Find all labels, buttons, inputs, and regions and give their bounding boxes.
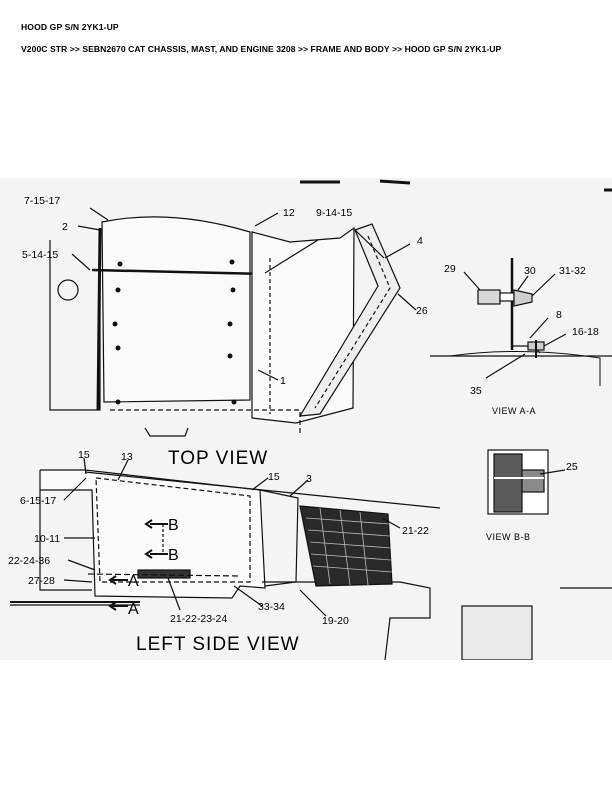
callout-6-15-17: 6-15-17 — [20, 495, 56, 507]
callout-21-22: 21-22 — [402, 525, 429, 537]
callout-4: 4 — [417, 235, 423, 247]
callout-27-28: 27-28 — [28, 575, 55, 587]
callout-2: 2 — [62, 221, 68, 233]
callout-26: 26 — [416, 305, 428, 317]
callout-29: 29 — [444, 263, 456, 275]
callout-21-22-23-24: 21-22-23-24 — [170, 613, 227, 625]
callout-15-a: 15 — [78, 449, 90, 461]
left-side-view-title: LEFT SIDE VIEW — [136, 634, 300, 655]
callout-5-14-15: 5-14-15 — [22, 249, 58, 261]
section-a-lower: A — [128, 601, 139, 618]
callout-16-18: 16-18 — [572, 326, 599, 338]
callout-22-24-36: 22-24-36 — [8, 555, 50, 567]
callout-30: 30 — [524, 265, 536, 277]
view-b-b-label: VIEW B-B — [486, 532, 531, 542]
callout-19-20: 19-20 — [322, 615, 349, 627]
callout-12: 12 — [283, 207, 295, 219]
callout-8: 8 — [556, 309, 562, 321]
diagram-linework — [10, 179, 612, 660]
callout-9-14-15: 9-14-15 — [316, 207, 352, 219]
top-view-title: TOP VIEW — [168, 448, 268, 469]
page-title: HOOD GP S/N 2YK1-UP — [21, 22, 119, 32]
view-a-a-label: VIEW A-A — [492, 406, 536, 416]
callout-1: 1 — [280, 375, 286, 387]
callout-15-b: 15 — [268, 471, 280, 483]
section-a-upper: A — [128, 573, 139, 590]
section-b-upper: B — [168, 517, 179, 534]
section-b-lower: B — [168, 547, 179, 564]
callout-33-34: 33-34 — [258, 601, 285, 613]
breadcrumb: V200C STR >> SEBN2670 CAT CHASSIS, MAST,… — [21, 44, 502, 54]
callout-7-15-17: 7-15-17 — [24, 195, 60, 207]
parts-diagram: 7-15-17 2 12 9-14-15 4 5-14-15 26 1 29 3… — [0, 178, 612, 660]
callout-13: 13 — [121, 451, 133, 463]
callout-35: 35 — [470, 385, 482, 397]
callout-3: 3 — [306, 473, 312, 485]
callout-31-32: 31-32 — [559, 265, 586, 277]
callout-25: 25 — [566, 461, 578, 473]
callout-10-11: 10-11 — [34, 533, 60, 545]
